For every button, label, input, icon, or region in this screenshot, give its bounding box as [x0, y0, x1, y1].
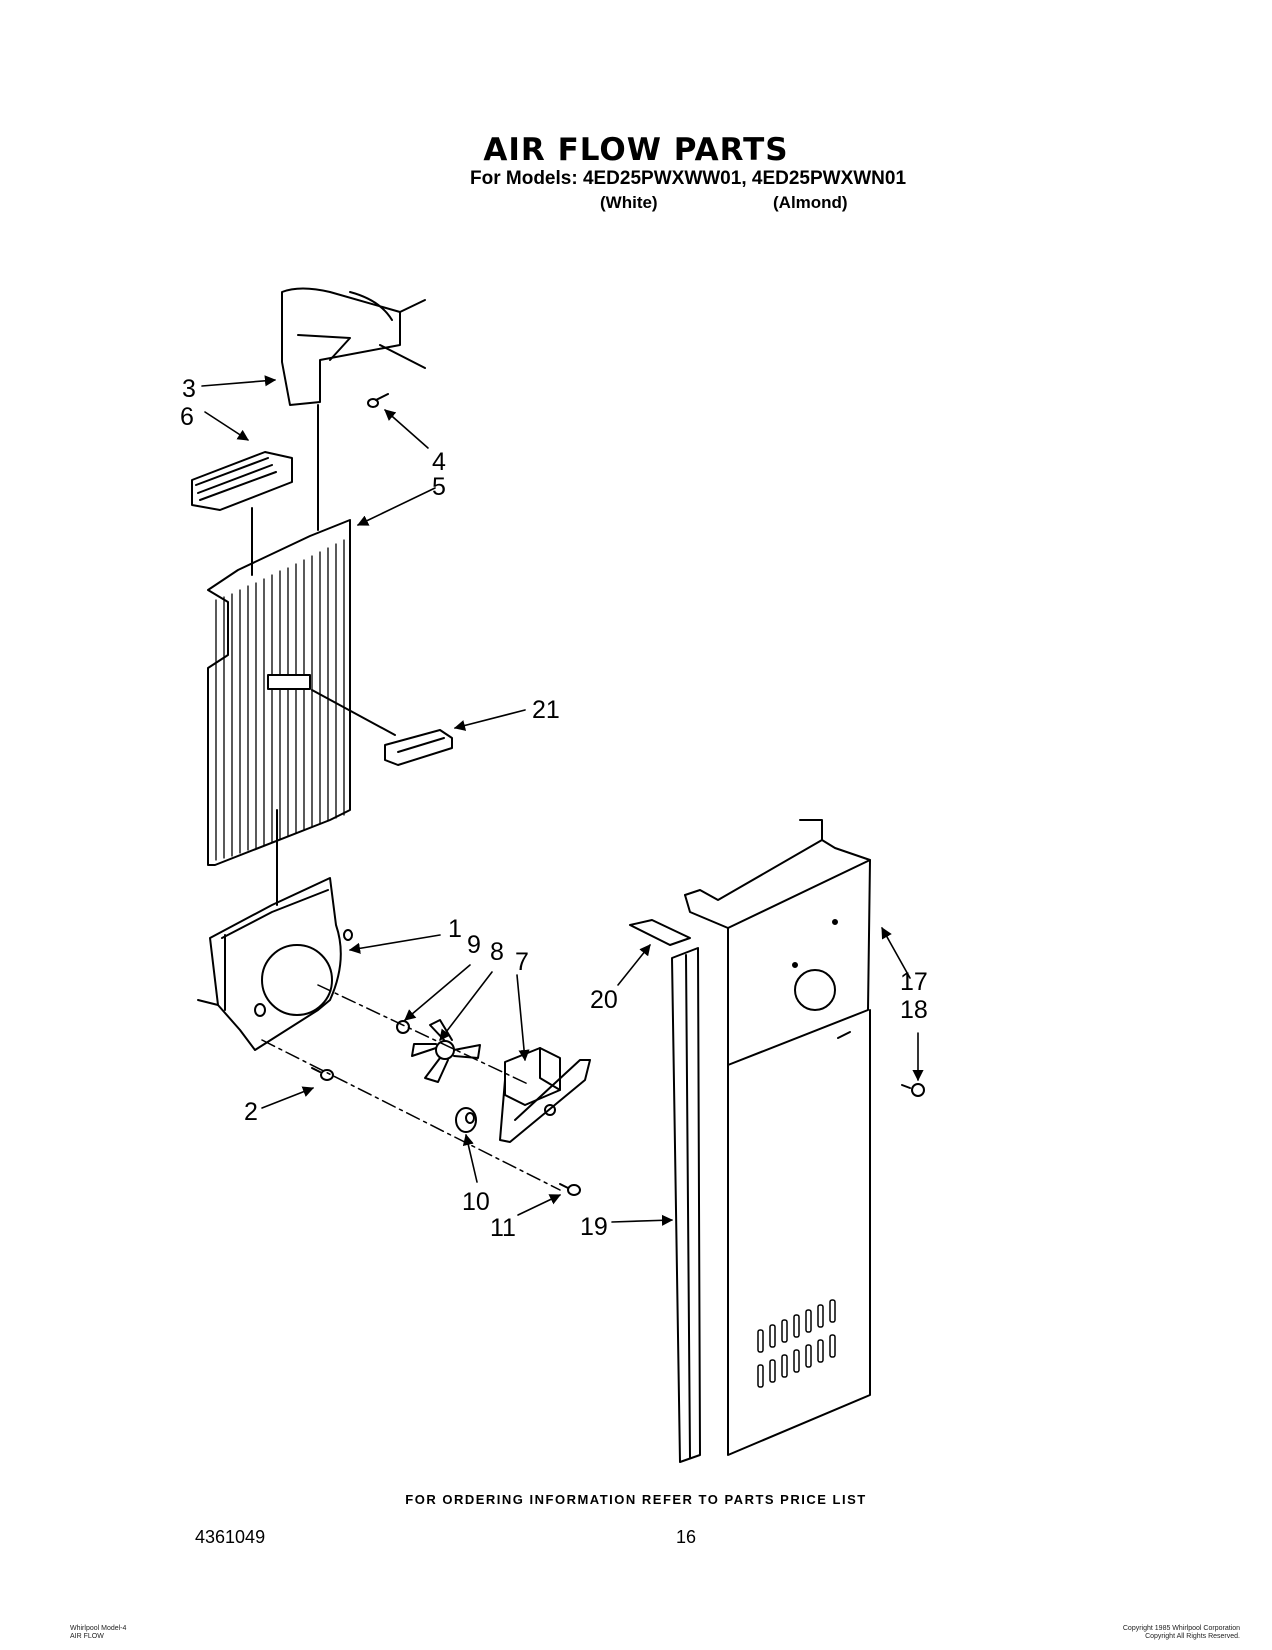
part-9-washer	[396, 1020, 410, 1034]
part-4-screw	[367, 393, 389, 408]
bottom-right-line1: Copyright 1985 Whirlpool Corporation	[1122, 1625, 1240, 1632]
part-7-motor-bracket	[499, 1047, 591, 1143]
part-6-vent-grille	[191, 451, 293, 576]
part-20-strip	[629, 919, 691, 946]
callout-numbers: 3 6 4 5 21 1 9 8 7 2 10 11 19 20 17 18	[180, 375, 928, 1242]
callout-2: 2	[244, 1098, 258, 1126]
part-17-rear-panel	[684, 819, 871, 1456]
ordering-note: FOR ORDERING INFORMATION REFER TO PARTS …	[405, 1492, 867, 1507]
variant-almond-label: (Almond)	[773, 193, 848, 212]
page-title: AIR FLOW PARTS	[483, 132, 789, 168]
part-11-screw	[559, 1183, 581, 1196]
bottom-left-line2: AIR FLOW	[70, 1633, 104, 1640]
part-10-grommet	[455, 1107, 477, 1133]
callout-5: 5	[432, 473, 446, 501]
part-2-screw	[311, 1067, 334, 1081]
part-19-channel	[671, 947, 701, 1463]
part-3-duct-cover	[281, 287, 426, 531]
callout-18: 18	[900, 996, 928, 1024]
part-5-evaporator-panel	[207, 519, 396, 906]
part-21-clip	[384, 729, 453, 766]
callout-10: 10	[462, 1188, 490, 1216]
callout-1: 1	[448, 915, 462, 943]
bottom-left-note: Whirlpool Model-4 AIR FLOW	[70, 1625, 126, 1641]
part-1-fan-housing	[197, 877, 353, 1051]
callout-8: 8	[490, 938, 504, 966]
page-number: 16	[676, 1527, 697, 1547]
callout-21: 21	[532, 696, 560, 724]
callout-11: 11	[490, 1214, 516, 1242]
variant-white-label: (White)	[600, 193, 658, 212]
callout-9: 9	[467, 931, 481, 959]
callout-6: 6	[180, 403, 194, 431]
document-number: 4361049	[195, 1527, 266, 1547]
callout-4: 4	[432, 448, 446, 476]
leader-lines	[201, 375, 924, 1226]
callout-3: 3	[182, 375, 196, 403]
bottom-right-note: Copyright 1985 Whirlpool Corporation Cop…	[1040, 1625, 1240, 1641]
bottom-right-line2: Copyright All Rights Reserved.	[1145, 1633, 1240, 1640]
part-18-screw	[901, 1083, 925, 1097]
callout-20: 20	[590, 986, 618, 1014]
models-line: For Models: 4ED25PWXWW01, 4ED25PWXWN01	[470, 168, 907, 189]
callout-17: 17	[900, 968, 928, 996]
callout-7: 7	[515, 948, 529, 976]
callout-19: 19	[580, 1213, 608, 1241]
bottom-left-line1: Whirlpool Model-4	[70, 1625, 127, 1632]
part-8-fan-blade	[411, 1019, 481, 1083]
